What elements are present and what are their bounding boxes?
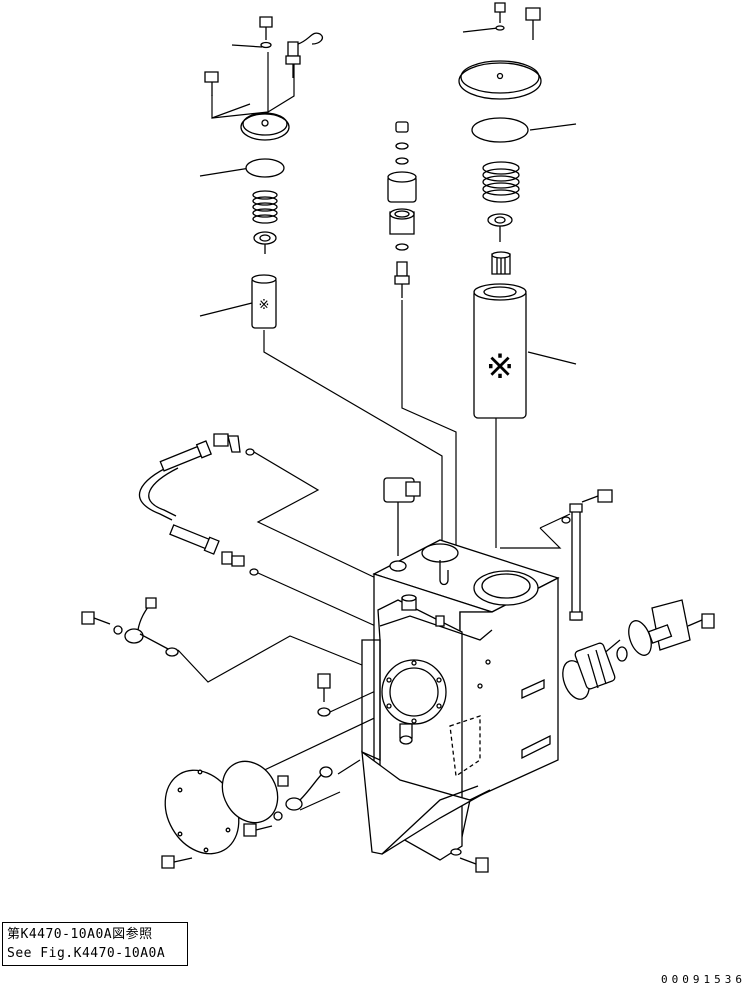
right-filter-assembly: ※ xyxy=(459,3,541,418)
center-sensor-stack xyxy=(388,122,416,298)
level-gauge-icon xyxy=(125,598,178,656)
valve-icon xyxy=(488,214,512,242)
o-ring-icon xyxy=(246,449,254,455)
cap-nut-icon xyxy=(396,122,408,132)
filter-cover-icon xyxy=(459,61,541,99)
washer-icon xyxy=(318,708,330,716)
filter-mark: ※ xyxy=(486,347,515,387)
filter-cover-icon xyxy=(241,113,289,140)
washer-icon xyxy=(114,626,122,634)
bottom-bolt-assembly xyxy=(451,849,488,872)
document-number: 00091536 xyxy=(661,973,746,986)
washer-icon xyxy=(496,26,504,30)
breather-valve-icon xyxy=(286,33,322,78)
bolt-icon xyxy=(582,490,612,502)
washer-icon xyxy=(451,849,461,855)
elbow-fitting-icon xyxy=(214,434,240,452)
bolt-icon xyxy=(688,614,714,628)
bolt-icon xyxy=(260,17,272,40)
o-ring-icon xyxy=(472,118,528,142)
level-gauge-icon xyxy=(570,504,582,620)
o-ring-icon xyxy=(246,159,284,177)
washer-icon xyxy=(274,812,282,820)
spring-icon xyxy=(483,162,519,202)
filter-element-icon: ※ xyxy=(474,284,526,418)
sight-flange xyxy=(382,660,446,724)
washer-icon xyxy=(396,143,408,149)
o-ring-icon xyxy=(250,569,258,575)
bolt-icon xyxy=(318,674,330,702)
bolt-icon xyxy=(205,72,218,96)
flange-cover-icon xyxy=(649,600,690,650)
hydraulic-tank xyxy=(362,540,558,860)
sleeve-icon xyxy=(388,172,416,202)
hose-assembly xyxy=(139,434,258,575)
strainer-icon xyxy=(492,252,510,274)
left-filter-assembly: ※ xyxy=(205,17,322,328)
bolt-icon xyxy=(162,856,192,868)
sensor-icon xyxy=(278,767,332,810)
cover-assembly xyxy=(151,674,332,868)
spring-icon xyxy=(253,191,277,223)
gasket-icon xyxy=(211,751,288,832)
figure-reference-note: 第K4470-10A0A図参照 See Fig.K4470-10A0A xyxy=(2,922,188,966)
filler-port xyxy=(474,571,538,605)
o-ring-icon xyxy=(617,647,627,661)
right-side-parts xyxy=(558,490,714,703)
washer-icon xyxy=(261,43,271,48)
bolt-icon xyxy=(495,3,505,23)
pressure-switch-icon xyxy=(384,478,420,556)
bolt-icon xyxy=(460,858,488,872)
o-ring-icon xyxy=(396,244,408,250)
valve-icon xyxy=(254,232,276,254)
washer-icon xyxy=(396,158,408,164)
o-ring-icon xyxy=(562,517,570,523)
level-sensor-assembly xyxy=(82,598,178,656)
filter-mark: ※ xyxy=(259,298,270,313)
filter-element-icon: ※ xyxy=(252,275,276,328)
sensor-icon xyxy=(395,262,409,298)
bolt-icon xyxy=(526,8,540,40)
hose-fitting-icon xyxy=(169,523,219,554)
hose-fitting-icon xyxy=(160,441,212,473)
bolt-icon xyxy=(82,612,110,624)
reference-jp: 第K4470-10A0A図参照 xyxy=(7,927,153,942)
adapter-icon xyxy=(390,209,414,234)
bolt-icon xyxy=(244,824,272,836)
reference-en: See Fig.K4470-10A0A xyxy=(7,946,166,961)
connector-icon xyxy=(222,552,244,566)
strainer-icon xyxy=(558,642,616,703)
